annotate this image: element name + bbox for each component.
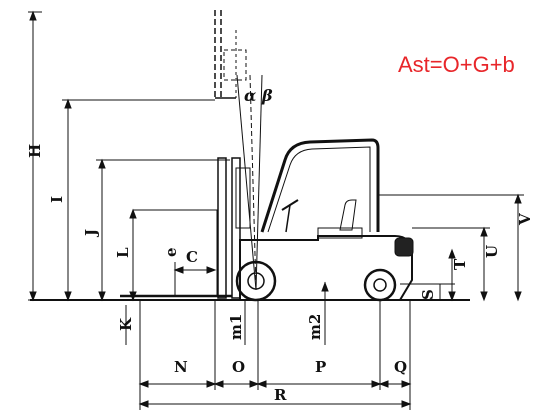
front-wheel: [235, 260, 277, 302]
label-U: U: [483, 245, 501, 258]
label-m1: m1: [227, 314, 245, 340]
label-I: I: [48, 196, 66, 203]
label-H: H: [26, 144, 44, 158]
label-J: J: [82, 229, 100, 238]
rear-wheel: [363, 268, 397, 302]
label-O: O: [232, 358, 245, 376]
label-K: K: [117, 317, 135, 331]
mast-lowered: [217, 157, 227, 299]
lift-cylinder: [235, 167, 251, 229]
label-L: L: [114, 247, 132, 258]
label-m2: m2: [306, 314, 324, 340]
label-beta: β: [261, 86, 273, 105]
label-S: S: [419, 289, 437, 300]
counterweight-light: [394, 237, 414, 257]
label-Q: Q: [394, 358, 407, 376]
carriage-extended: [223, 49, 247, 81]
label-alpha: α: [244, 86, 256, 105]
formula-text: Ast=O+G+b: [398, 52, 515, 77]
label-C: C: [186, 248, 198, 266]
seat: [317, 227, 363, 239]
tilt-line-alpha: [236, 74, 257, 291]
tilt-line-beta: [255, 74, 263, 291]
label-T: T: [451, 258, 469, 270]
seat-back: [339, 199, 357, 231]
label-R: R: [274, 386, 287, 404]
label-N: N: [174, 358, 188, 376]
overhead-guard: [260, 138, 380, 233]
label-P: P: [315, 358, 326, 376]
label-V: V: [516, 213, 534, 226]
label-e: e: [162, 247, 180, 257]
